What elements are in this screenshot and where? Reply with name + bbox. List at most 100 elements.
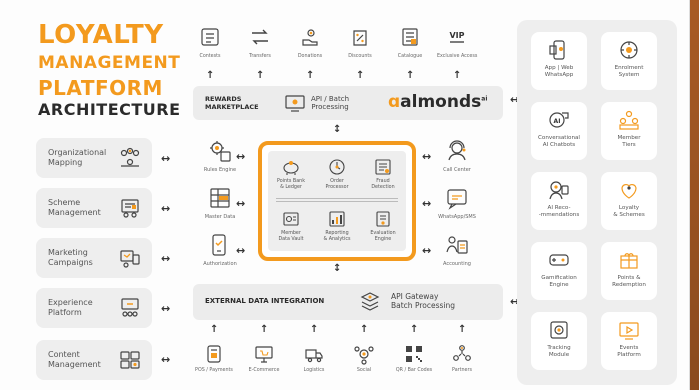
mid-label: Call Center (443, 167, 471, 173)
data-vault-icon (281, 209, 301, 229)
arrow-bidirectional: ↔ (161, 152, 171, 165)
rewards-marketplace-bar: REWARDS MARKETPLACE API / Batch Processi… (193, 86, 503, 120)
card-ai-reco: AI Reco- -mmendations (531, 172, 587, 230)
arrow-bidirectional: ↔ (236, 244, 246, 257)
arrow-bidirectional: ↔ (161, 202, 171, 215)
top-source-label: Contests (199, 54, 221, 59)
card-label: App | Web WhatsApp (544, 65, 574, 78)
core-label: Reporting & Analytics (323, 231, 351, 242)
fraud-detection-icon (373, 157, 393, 177)
title-line-2: MANAGEMENT (38, 53, 181, 73)
bottom-source-partners: Partners (442, 343, 482, 373)
card-label: Points & Redemption (612, 275, 646, 288)
core-label: Points Bank & Ledger (277, 179, 305, 190)
mid-accounting: Accounting (432, 232, 482, 267)
arrow-up: ↑ (453, 70, 462, 81)
core-label: Evaluation Engine (370, 231, 396, 242)
logistics-icon (303, 343, 325, 365)
order-processor-icon (327, 157, 347, 177)
contest-icon (199, 26, 221, 48)
accounting-icon (444, 232, 470, 258)
top-source-exclusive-access: VIP Exclusive Access (437, 26, 477, 59)
partners-icon (451, 343, 473, 365)
campaign-icon (118, 246, 142, 270)
mid-authorization: Authorization (195, 232, 245, 267)
mid-call-center: Call Center (432, 138, 482, 173)
top-source-label: Donations (297, 54, 323, 59)
points-redemption-icon (617, 248, 641, 272)
mid-label: WhatsApp/SMS (438, 214, 476, 220)
vip-icon: VIP (446, 26, 468, 48)
whatsapp-sms-icon (444, 185, 470, 211)
card-tracking: Tracking Module (531, 312, 587, 370)
svg-text:VIP: VIP (449, 31, 464, 40)
mid-rules-engine: Rules Engine (195, 138, 245, 173)
top-source-label: Discounts (348, 54, 372, 59)
external-bar-title: EXTERNAL DATA INTEGRATION (205, 297, 325, 305)
gamification-icon (547, 248, 571, 272)
bottom-source-social: Social (344, 343, 384, 373)
rewards-marketplace-title: REWARDS MARKETPLACE (205, 95, 259, 111)
content-icon (118, 348, 142, 372)
member-tiers-icon (617, 108, 641, 132)
title-line-3: PLATFORM (38, 76, 163, 100)
master-data-icon (207, 185, 233, 211)
left-box-experience-platform: Experience Platform (36, 288, 152, 328)
almonds-logo-text: almonds (400, 92, 482, 112)
left-box-label: Content Management (48, 350, 101, 369)
org-chart-icon (118, 146, 142, 170)
left-box-label: Organizational Mapping (48, 148, 107, 167)
scheme-icon (118, 196, 142, 220)
arrow-bidirectional: ↔ (422, 244, 432, 257)
almonds-logo-a-icon: ɑ (388, 92, 401, 112)
core-evaluation-engine: Evaluation Engine (363, 209, 403, 243)
almonds-logo: ɑalmondsai (388, 92, 487, 112)
left-box-scheme-management: Scheme Management (36, 188, 152, 228)
left-box-label: Scheme Management (48, 198, 101, 217)
arrow-bidirectional: ↔ (422, 150, 432, 163)
core-divider (276, 198, 398, 202)
social-icon (353, 343, 375, 365)
tracking-icon (547, 318, 571, 342)
api-icon (283, 91, 307, 115)
left-box-label: Experience Platform (48, 298, 93, 317)
card-label: Events Platform (617, 345, 641, 358)
channels-panel: App | Web WhatsApp Enrolment System AI C… (517, 20, 677, 385)
card-label: Enrolment System (614, 65, 644, 78)
card-app-web: App | Web WhatsApp (531, 32, 587, 90)
core-reporting-analytics: Reporting & Analytics (317, 209, 357, 243)
analytics-icon (327, 209, 347, 229)
bottom-source-pos: POS / Payments (194, 343, 234, 373)
arrow-bidirectional: ↔ (161, 353, 171, 366)
card-enrolment: Enrolment System (601, 32, 657, 90)
ai-reco-icon (547, 178, 571, 202)
bottom-source-label: Social (356, 368, 372, 373)
core-label: Fraud Detection (371, 179, 395, 190)
mid-master-data: Master Data (195, 185, 245, 220)
top-source-label: Transfers (249, 54, 271, 59)
core-order-processor: Order Processor (317, 157, 357, 191)
mid-label: Master Data (204, 214, 236, 220)
qr-code-icon (403, 343, 425, 365)
app-web-icon (547, 38, 571, 62)
core-fraud-detection: Fraud Detection (363, 157, 403, 191)
card-loyalty: Loyalty & Schemes (601, 172, 657, 230)
title-line-4: ARCHITECTURE (38, 100, 181, 119)
chatbot-icon: AI (547, 108, 571, 132)
mid-label: Authorization (203, 261, 237, 267)
arrow-up: ↑ (210, 324, 219, 335)
arrow-up: ↑ (356, 70, 365, 81)
arrow-bidirectional: ↔ (236, 150, 246, 163)
top-source-catalogue: Catalogue (390, 26, 430, 59)
top-source-discounts: Discounts (340, 26, 380, 59)
arrow-bidirectional: ↔ (161, 302, 171, 315)
card-label: Conversational AI Chatbots (538, 135, 580, 148)
ecommerce-icon (253, 343, 275, 365)
experience-icon (118, 296, 142, 320)
bottom-source-qr: QR / Bar Codes (394, 343, 434, 373)
arrow-vertical: ↕ (333, 263, 342, 274)
external-bar-api-label: API Gateway Batch Processing (391, 292, 455, 310)
top-source-contests: Contests (190, 26, 230, 59)
